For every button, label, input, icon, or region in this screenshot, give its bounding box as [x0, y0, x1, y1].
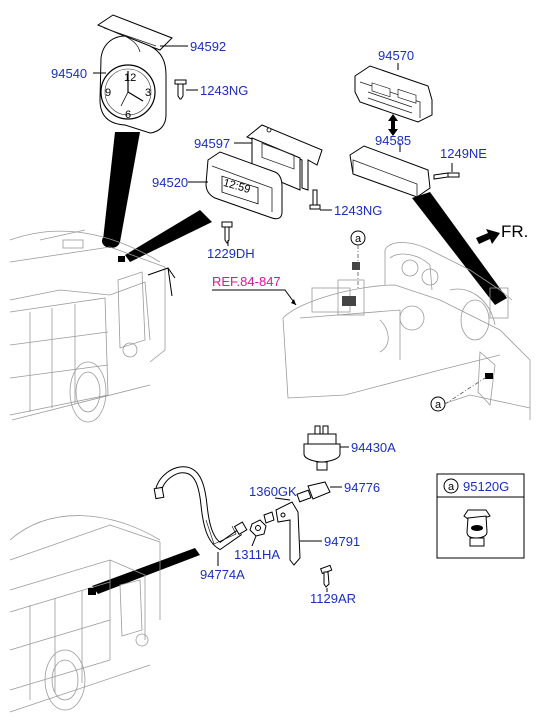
label-1243NG-b: 1243NG: [334, 203, 382, 218]
digital-display-94520: 12:59: [205, 151, 283, 220]
display-bracket-94597: [246, 124, 323, 191]
label-1360GK: 1360GK: [249, 484, 297, 499]
dashboard-illustration: [282, 242, 531, 420]
clock-94540: 12 3 6 9: [99, 35, 167, 134]
clip-1360GK: [263, 511, 275, 524]
switch-panel-94570: [354, 65, 433, 123]
clock-pointer-wedge: [103, 132, 140, 242]
cover-94585: [349, 145, 431, 198]
cover-pointer-wedge: [412, 192, 507, 305]
label-94774A: 94774A: [200, 567, 245, 582]
label-94430A: 94430A: [351, 440, 396, 455]
screw-1229DH: [221, 221, 233, 244]
label-94520: 94520: [152, 175, 188, 190]
nut-1311HA: [249, 519, 267, 537]
bus-lower-illustration: [9, 515, 161, 713]
label-94791: 94791: [324, 534, 360, 549]
label-94585: 94585: [375, 133, 411, 148]
callout-a-top: a: [355, 233, 362, 245]
screw-1243NG-b: [309, 189, 321, 210]
forward-arrow-icon: [476, 229, 500, 244]
legend-part-95120G: 95120G: [463, 479, 509, 494]
clock-number-9: 9: [105, 87, 111, 99]
label-1249NE: 1249NE: [440, 146, 487, 161]
label-94597: 94597: [194, 136, 230, 151]
label-1229DH: 1229DH: [207, 246, 255, 261]
clock-number-12: 12: [124, 72, 136, 84]
label-94776: 94776: [344, 480, 380, 495]
clock-number-3: 3: [145, 87, 151, 99]
direction-label: FR.: [501, 222, 528, 241]
socket-95120G: [463, 509, 491, 547]
bus-upper-illustration: [9, 229, 176, 423]
display-pointer-wedge: [125, 210, 212, 262]
bracket-94791: [275, 501, 301, 566]
label-1311HA: 1311HA: [234, 547, 280, 562]
label-1129AR: 1129AR: [310, 591, 356, 606]
reference-label[interactable]: REF.84-847: [212, 274, 281, 289]
callout-a-bottom: a: [435, 399, 442, 411]
sensor-94776: [296, 481, 331, 503]
label-94592: 94592: [190, 39, 226, 54]
wiring-harness-94774A: [153, 466, 248, 551]
legend-box: a 95120G: [436, 473, 525, 559]
label-1243NG-a: 1243NG: [200, 83, 248, 98]
harness-pointer-wedge: [92, 548, 200, 594]
screw-1249NE: [433, 172, 460, 180]
legend-letter: a: [448, 481, 455, 493]
double-arrow: [388, 114, 398, 136]
screw-1243NG-a: [174, 79, 187, 100]
screw-1129AR: [319, 564, 333, 588]
clock-number-6: 6: [125, 109, 131, 121]
label-94540: 94540: [51, 66, 87, 81]
sensor-94430A: [303, 425, 341, 471]
label-94570: 94570: [378, 48, 414, 63]
